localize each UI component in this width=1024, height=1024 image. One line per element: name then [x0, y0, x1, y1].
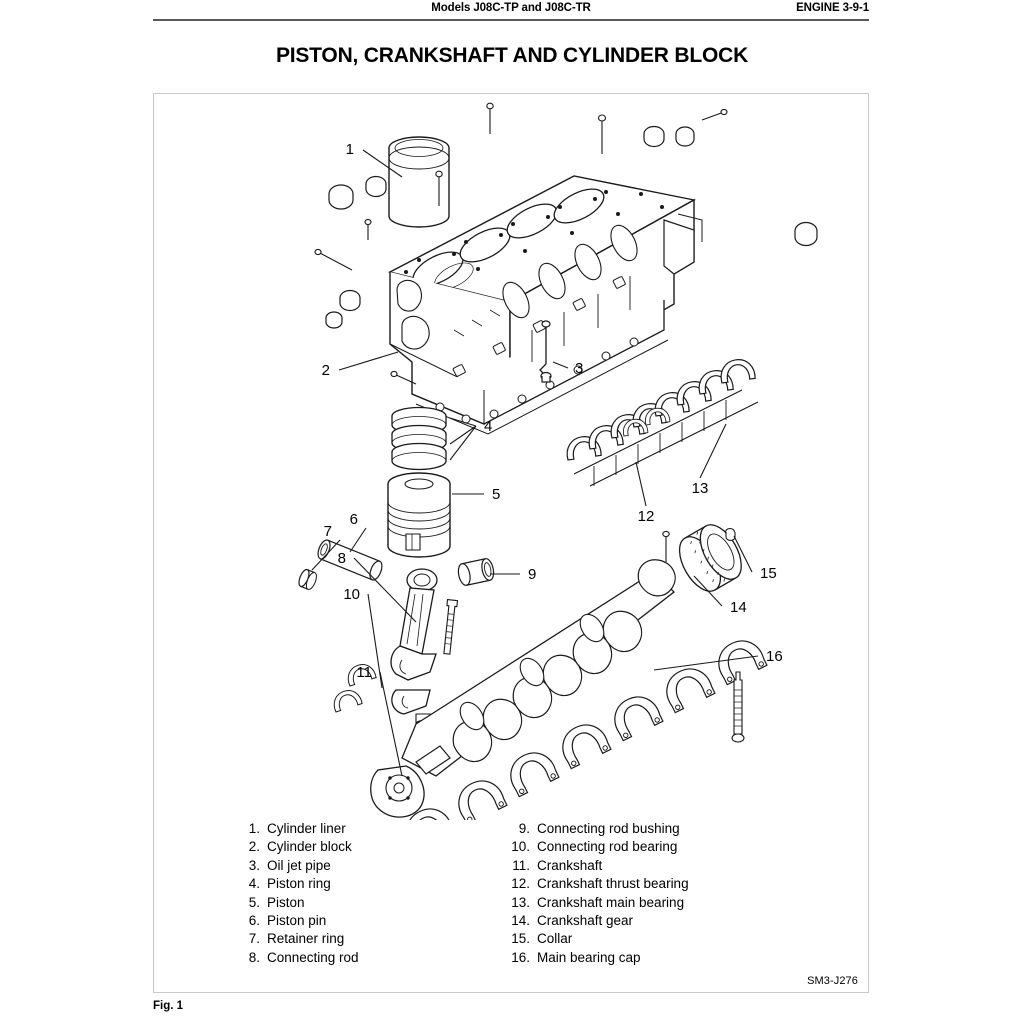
callout-5: 5: [492, 486, 500, 503]
legend-item: 9. Connecting rod bushing: [504, 820, 870, 838]
header-models-text: Models J08C-TP and J08C-TR: [431, 2, 591, 14]
piston-part: [387, 472, 451, 558]
legend-column-right: 9. Connecting rod bushing 10. Connecting…: [504, 820, 870, 967]
legend-item: 1. Cylinder liner: [234, 820, 504, 838]
legend-item-number: 1.: [248, 821, 260, 836]
legend-item: 7. Retainer ring: [234, 930, 504, 948]
page-title: PISTON, CRANKSHAFT AND CYLINDER BLOCK: [275, 44, 749, 67]
legend-item: 11. Crankshaft: [504, 857, 870, 875]
callout-9: 9: [528, 566, 536, 583]
legend-item: 6. Piston pin: [234, 912, 504, 930]
block-fastener-parts: [314, 102, 728, 385]
legend-item-number: 3.: [248, 857, 260, 873]
legend-item: 16. Main bearing cap: [504, 949, 870, 967]
main-bearing-cap-bolt-part: [731, 671, 745, 743]
legend-item: 8. Connecting rod: [234, 949, 504, 967]
legend-item-label: Piston ring: [267, 876, 331, 892]
crankshaft-bearing-row: [564, 356, 759, 487]
header-divider: [153, 19, 869, 21]
legend-item: 12. Crankshaft thrust bearing: [504, 875, 870, 893]
legend-item: 13. Crankshaft main bearing: [504, 894, 870, 912]
piston-ring-parts: [391, 406, 447, 471]
callout-13: 13: [692, 480, 709, 497]
legend-item-number: 9.: [518, 821, 530, 836]
legend-item-label: Connecting rod: [267, 949, 359, 965]
legend-item-label: Crankshaft: [537, 857, 603, 873]
legend-item-label: Oil jet pipe: [267, 857, 331, 873]
retainer-ring-part: [298, 568, 317, 590]
legend-item-label: Crankshaft main bearing: [537, 894, 685, 910]
legend-item-label: Piston: [267, 894, 305, 910]
callout-3: 3: [575, 360, 583, 377]
header-engine-section: ENGINE 3-9-1: [796, 2, 869, 14]
legend-item-number: 15.: [511, 931, 530, 947]
legend-item-label: Retainer ring: [267, 931, 345, 947]
crankshaft-part: [370, 559, 676, 818]
legend-item-label: Piston pin: [267, 913, 327, 929]
callout-15: 15: [760, 565, 777, 582]
page-header: Models J08C-TP and J08C-TR ENGINE 3-9-1: [153, 2, 869, 18]
connecting-rod-bushing-part: [457, 558, 495, 586]
legend-item: 4. Piston ring: [234, 875, 504, 893]
legend-item: 3. Oil jet pipe: [234, 857, 504, 875]
oil-jet-pipe-part: [539, 320, 552, 383]
callout-16: 16: [766, 648, 783, 665]
callout-leader-lines: [311, 149, 759, 777]
legend-item: 2. Cylinder block: [234, 838, 504, 856]
callout-6: 6: [350, 511, 358, 528]
legend-item-number: 13.: [511, 894, 530, 910]
legend-item-number: 14.: [511, 913, 530, 929]
legend-item-number: 6.: [248, 913, 260, 929]
legend-item-number: 12.: [511, 876, 530, 892]
legend-item-label: Main bearing cap: [537, 949, 641, 965]
legend-item-number: 5.: [248, 894, 260, 910]
legend-item-number: 10.: [511, 839, 530, 855]
cylinder-liner-part: [388, 136, 450, 228]
legend-item-label: Collar: [537, 931, 573, 947]
legend-item-label: Cylinder block: [267, 839, 352, 855]
legend-item-label: Connecting rod bushing: [537, 821, 680, 836]
legend-item-label: Crankshaft gear: [537, 913, 634, 929]
legend-item-number: 16.: [511, 949, 530, 965]
callout-12: 12: [638, 508, 655, 525]
legend-item: 5. Piston: [234, 894, 504, 912]
legend-item: 15. Collar: [504, 930, 870, 948]
legend-item-number: 4.: [248, 876, 260, 892]
exploded-view-diagram: 1 2 3 4 5 6 7 8 9 10 11 12 13 14 15 16: [298, 102, 818, 820]
callout-2: 2: [322, 362, 330, 379]
collar-part: [724, 527, 736, 542]
legend-column-left: 1. Cylinder liner 2. Cylinder block 3. O…: [154, 820, 504, 967]
figure-frame: 1 2 3 4 5 6 7 8 9 10 11 12 13 14 15 16 1…: [153, 93, 869, 993]
callout-8: 8: [338, 550, 346, 567]
piston-pin-part: [317, 539, 383, 581]
crankshaft-stud-part: [662, 530, 670, 562]
figure-caption: Fig. 1: [153, 1000, 184, 1012]
callout-4: 4: [484, 418, 492, 435]
legend-item: 10. Connecting rod bearing: [504, 838, 870, 856]
legend-item-number: 11.: [512, 857, 530, 873]
parts-legend: 1. Cylinder liner 2. Cylinder block 3. O…: [154, 820, 870, 967]
figure-code: SM3-J276: [807, 975, 858, 987]
callout-14: 14: [730, 599, 747, 616]
cylinder-block-part: [388, 175, 703, 435]
core-plug-parts: [325, 125, 818, 329]
legend-item: 14. Crankshaft gear: [504, 912, 870, 930]
main-bearing-cap-parts: [398, 633, 768, 820]
legend-item-label: Crankshaft thrust bearing: [537, 876, 689, 892]
legend-item-number: 8.: [248, 949, 260, 965]
legend-item-label: Connecting rod bearing: [537, 839, 678, 855]
callout-11: 11: [356, 664, 372, 681]
legend-item-number: 7.: [248, 931, 260, 947]
callout-7: 7: [324, 523, 332, 540]
crankshaft-gear-part: [678, 524, 742, 592]
legend-item-label: Cylinder liner: [267, 821, 346, 836]
legend-item-number: 2.: [248, 839, 260, 855]
callout-10: 10: [343, 586, 360, 603]
callout-1: 1: [346, 141, 354, 158]
